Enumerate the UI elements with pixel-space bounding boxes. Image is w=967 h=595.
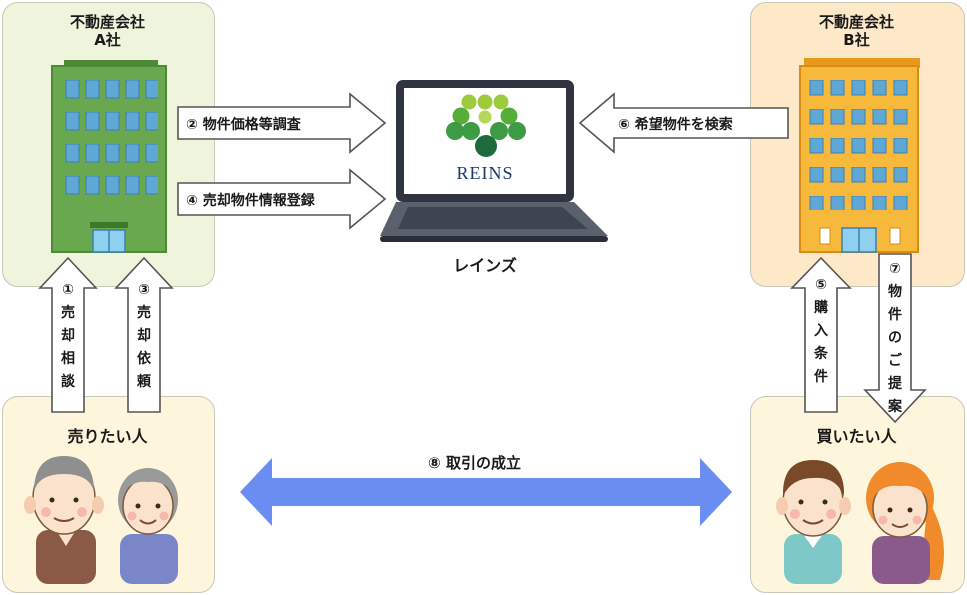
step5-label: ⑤ 購入条件: [811, 274, 831, 389]
step2-number: ②: [186, 117, 198, 133]
step4-number: ④: [186, 193, 198, 209]
step1-label: ① 売却相談: [58, 279, 78, 394]
arrow-step2: [177, 92, 387, 154]
step3-number: ③: [138, 282, 150, 298]
reins-logo-text: REINS: [456, 163, 514, 183]
buyer-woman-icon: [866, 462, 944, 584]
arrow-step7: [863, 253, 927, 424]
buyer-man-icon: [776, 460, 851, 584]
step2-text: 物件価格等調査: [202, 117, 301, 133]
arrow-step4: [177, 168, 387, 230]
step5-number: ⑤: [815, 277, 827, 293]
step8-text: 取引の成立: [445, 454, 521, 472]
step3-label: ③ 売却依頼: [134, 279, 154, 394]
building-a-icon: [51, 60, 167, 253]
step3-text: 売却依頼: [137, 305, 151, 390]
arrow-step1: [38, 256, 98, 413]
step8-number: ⑧: [428, 454, 441, 472]
step2-label: ② 物件価格等調査: [186, 114, 301, 134]
step4-label: ④ 売却物件情報登録: [186, 190, 315, 210]
arrow-step6: [578, 92, 789, 154]
reins-logo-icon: [446, 94, 526, 157]
step7-label: ⑦ 物件のご提案: [885, 258, 905, 419]
step7-text: 物件のご提案: [888, 284, 902, 415]
arrow-step5: [790, 256, 852, 413]
seller-man-icon: [24, 456, 104, 584]
step4-text: 売却物件情報登録: [202, 193, 315, 209]
step6-label: ⑥ 希望物件を検索: [618, 114, 733, 134]
building-b-icon: [799, 58, 920, 253]
seller-woman-icon: [118, 468, 178, 584]
arrow-step3: [114, 256, 174, 413]
seller-title: 売りたい人: [67, 427, 148, 446]
reins-label: レインズ: [453, 256, 517, 275]
step1-text: 売却相談: [61, 305, 75, 390]
step7-number: ⑦: [889, 261, 901, 277]
step5-text: 購入条件: [814, 300, 828, 385]
buyer-title: 買いたい人: [816, 427, 897, 446]
deal-double-arrow: [240, 458, 732, 526]
step6-text: 希望物件を検索: [634, 117, 733, 133]
step1-number: ①: [62, 282, 74, 298]
company-b-title: 不動産会社 B社: [818, 13, 894, 49]
step8-label: ⑧ 取引の成立: [428, 452, 521, 473]
step6-number: ⑥: [618, 117, 630, 133]
company-a-title: 不動産会社 A社: [69, 13, 145, 49]
